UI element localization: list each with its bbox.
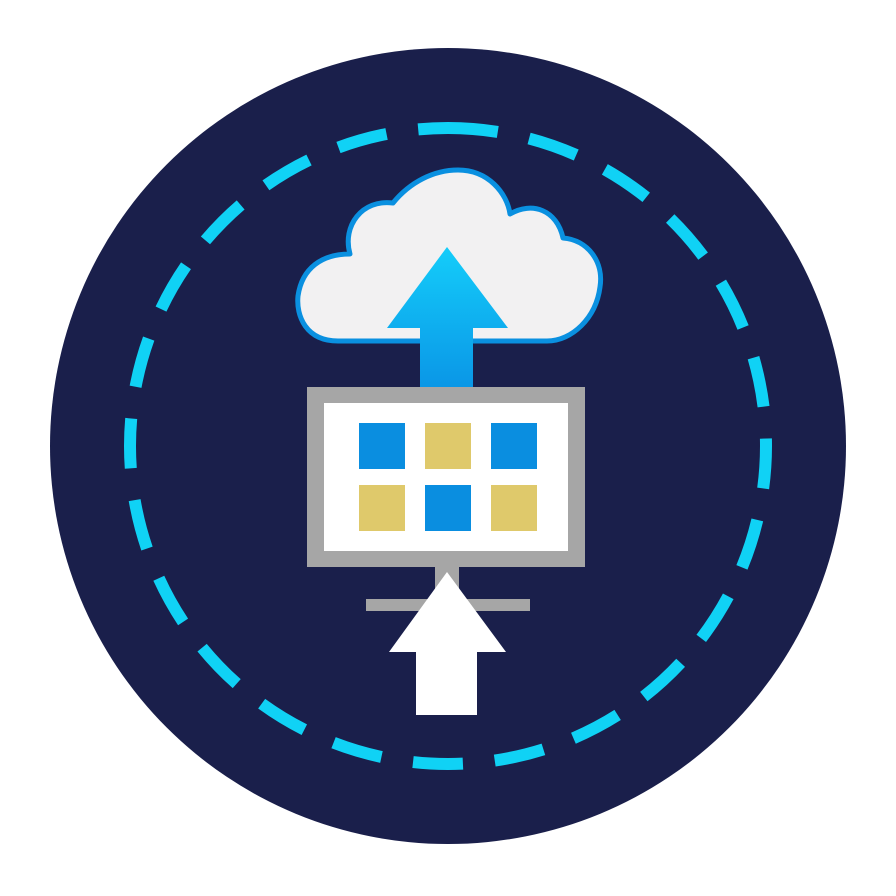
- app-tile-gold: [359, 485, 405, 531]
- monitor-icon: [307, 387, 585, 567]
- input-arrow-icon: [389, 572, 506, 715]
- app-tile-gold: [491, 485, 537, 531]
- app-tile-gold: [425, 423, 471, 469]
- app-tile-grid-icon: [359, 423, 537, 531]
- app-tile-blue: [425, 485, 471, 531]
- upload-arrow-icon: [387, 247, 508, 391]
- dashed-ring-icon: [124, 122, 772, 770]
- app-tile-blue: [359, 423, 405, 469]
- app-tile-blue: [491, 423, 537, 469]
